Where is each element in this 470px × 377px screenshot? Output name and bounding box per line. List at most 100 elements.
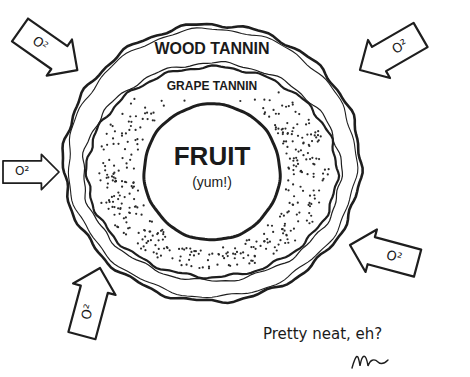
wood-tannin-ring: WOOD TANNINGRAPE TANNINFRUIT(yum!) [62,23,362,303]
stipple-dot [277,132,279,134]
stipple-dot [144,112,146,114]
stipple-dot [166,246,168,248]
stipple-dot [265,248,267,250]
stipple-dot [137,242,139,244]
stipple-dot [274,124,276,126]
stipple-dot [111,206,113,208]
stipple-dot [284,127,286,129]
wood-ring-outline [63,24,363,303]
stipple-dot [113,195,115,197]
oxygen-label: O² [15,165,29,178]
grape-tannin-band: GRAPE TANNINFRUIT(yum!) [86,66,338,278]
stipple-dot [286,238,288,240]
stipple-dot [240,252,242,254]
stipple-dot [302,142,304,144]
node-outline [142,102,282,242]
stipple-dot [318,201,320,203]
stipple-dot [100,202,102,204]
stipple-dot [138,232,140,234]
stipple-dot [292,103,294,105]
stipple-dot [293,157,295,159]
stipple-dot [225,252,227,254]
stipple-dot [107,182,109,184]
stipple-dot [126,167,128,169]
oxygen-label: O² [385,248,404,266]
stipple-dot [293,164,295,166]
stipple-dot [130,125,132,127]
stipple-dot [269,241,271,243]
stipple-dot [308,222,310,224]
stipple-dot [149,220,151,222]
stipple-dot [295,148,297,150]
stipple-dot [124,148,126,150]
grape-band-outer-line [83,62,343,281]
stipple-dot [292,160,294,162]
stipple-dot [134,206,136,208]
stipple-dot [188,259,190,261]
stipple-dot [134,129,136,131]
arrow-shape [344,224,423,285]
stipple-dot [302,142,304,144]
stipple-dot [125,221,127,223]
stipple-dot [117,207,119,209]
stipple-dot [327,173,329,175]
stipple-dot [236,263,238,265]
stipple-dot [282,142,284,144]
stipple-dot [113,214,115,216]
stipple-dot [295,157,297,159]
stipple-dot [298,212,300,214]
stipple-dot [291,133,293,135]
stipple-dot [263,99,265,101]
stipple-dot [106,177,108,179]
stipple-dot [306,219,308,221]
stipple-dot [309,195,311,197]
stipple-dot [255,240,257,242]
stipple-dot [288,105,290,107]
stipple-dot [282,128,284,130]
stipple-dot [314,131,316,133]
stipple-dot [193,254,195,256]
stipple-dot [250,246,252,248]
stipple-dot [117,226,119,228]
stipple-dot [229,265,231,267]
stipple-dot [310,133,312,135]
stipple-dot [113,172,115,174]
stipple-dot [185,247,187,249]
stipple-dot [242,251,244,253]
stipple-dot [293,173,295,175]
stipple-dot [277,128,279,130]
stipple-dot [144,235,146,237]
stipple-dot [254,248,256,250]
stipple-dot [119,208,121,210]
stipple-dot [242,257,244,259]
arrow-shape [7,12,90,88]
stipple-dot [308,202,310,204]
stipple-dot [144,107,146,109]
stipple-dot [154,244,156,246]
stipple-dot [133,98,135,100]
stipple-dot [311,157,313,159]
stipple-dot [283,230,285,232]
stipple-dot [183,248,185,250]
stipple-dot [297,135,299,137]
stipple-dot [152,112,154,114]
stipple-dot [142,118,144,120]
stipple-dot [141,238,143,240]
stipple-dot [136,138,138,140]
stipple-dot [267,242,269,244]
grape-band-outline [86,65,339,278]
stipple-dot [259,245,261,247]
stipple-dot [315,136,317,138]
stipple-dot [311,221,313,223]
stipple-dot [189,254,191,256]
stipple-dot [296,214,298,216]
stipple-dot [112,125,114,127]
stipple-dot [292,204,294,206]
stipple-dot [293,195,295,197]
stipple-dot [279,216,281,218]
stipple-dot [272,109,274,111]
stipple-dot [128,207,130,209]
stipple-dot [179,260,181,262]
stipple-dot [308,145,310,147]
